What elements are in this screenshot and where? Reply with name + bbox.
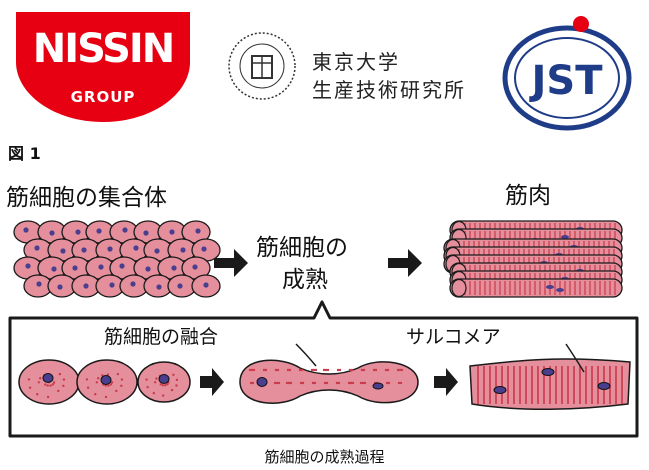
- nissin-logo-word: NISSIN: [32, 26, 176, 72]
- aggregate-cell-nucleus: [23, 227, 29, 233]
- aggregate-cell-nucleus: [34, 245, 40, 251]
- figure-label: 図 1: [8, 144, 41, 163]
- aggregate-cell-nucleus: [109, 282, 115, 288]
- label-maturation-line2: 成熟: [282, 267, 328, 293]
- aggregate-cell-nucleus: [203, 282, 209, 288]
- aggregate-cell-nucleus: [145, 266, 151, 272]
- label-cell-fusion: 筋細胞の融合: [104, 326, 219, 348]
- aggregate-cell-nucleus: [192, 264, 198, 270]
- label-muscle: 筋肉: [505, 183, 551, 209]
- aggregate-cell-nucleus: [96, 228, 102, 234]
- aggregate-cell-nucleus: [195, 228, 201, 234]
- aggregate-cell-nucleus: [57, 284, 63, 290]
- aggregate-cell-nucleus: [177, 283, 183, 289]
- myoblast-cell: [18, 359, 80, 405]
- aggregate-cell-nucleus: [51, 266, 57, 272]
- fusing-cell: [239, 359, 419, 404]
- muscle-bundle: [443, 220, 623, 298]
- aggregate-cell-nucleus: [83, 283, 89, 289]
- arrow-maturation-to-muscle: [388, 249, 422, 277]
- myoblast-cell: [76, 359, 138, 405]
- label-cell-aggregate: 筋細胞の集合体: [6, 185, 167, 211]
- myoblast-cell: [137, 361, 191, 403]
- jst-logo-word: JST: [529, 58, 604, 104]
- aggregate-cell-nucleus: [25, 263, 31, 269]
- arrow-cells-to-fusion: [200, 368, 224, 396]
- aggregate-cell-nucleus: [72, 265, 78, 271]
- aggregate-cell-nucleus: [122, 227, 128, 233]
- aggregate-cell-nucleus: [156, 284, 162, 290]
- aggregate-cell-nucleus: [133, 245, 139, 251]
- label-maturation-line1: 筋細胞の: [256, 235, 348, 261]
- arrow-aggregate-to-maturation: [214, 249, 248, 277]
- striated-myotube: [469, 358, 631, 411]
- aggregate-cell-nucleus: [180, 247, 186, 253]
- aggregate-cell-nucleus: [107, 246, 113, 252]
- aggregate-cell-nucleus: [49, 230, 55, 236]
- jst-logo: JST: [502, 16, 632, 131]
- aggregate-cell-nucleus: [36, 281, 42, 287]
- nissin-logo-shape: [16, 12, 190, 122]
- aggregate-cell-nucleus: [119, 263, 125, 269]
- aggregate-cell-nucleus: [81, 247, 87, 253]
- nissin-logo-group: GROUP: [70, 88, 136, 106]
- aggregate-cell-nucleus: [143, 230, 149, 236]
- arrow-fusion-to-sarcomere: [434, 368, 458, 396]
- muscle-fiber: [449, 278, 623, 298]
- aggregate-cell-nucleus: [98, 264, 104, 270]
- label-sarcomere: サルコメア: [406, 326, 501, 348]
- fusion-process-cells: [18, 358, 631, 411]
- aggregate-cell-nucleus: [60, 248, 66, 254]
- aggregate-cell-nucleus: [171, 265, 177, 271]
- figure-caption: 筋細胞の成熟過程: [264, 448, 385, 466]
- iis-name-line2: 生産技術研究所: [312, 78, 466, 102]
- iis-name-line1: 東京大学: [312, 50, 400, 74]
- aggregate-cell-nucleus: [75, 229, 81, 235]
- fusion-pointer-line: [295, 343, 317, 367]
- aggregate-cell-nucleus: [130, 281, 136, 287]
- aggregate-cell-nucleus: [201, 246, 207, 252]
- aggregate-cell-nucleus: [169, 229, 175, 235]
- sarcomere-pointer-line: [565, 343, 585, 373]
- cell-aggregate: [13, 220, 221, 298]
- iis-seal-icon: [228, 32, 296, 100]
- aggregate-cell-nucleus: [154, 248, 160, 254]
